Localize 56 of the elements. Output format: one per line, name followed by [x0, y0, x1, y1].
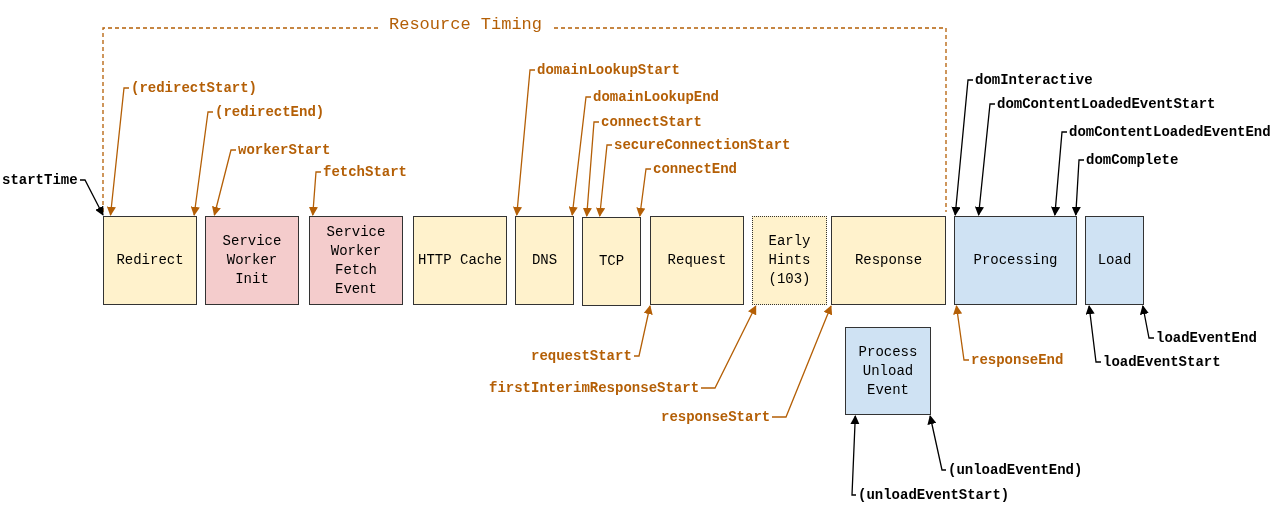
phase-box: Service Worker Init	[205, 216, 299, 305]
dotted-phase-box: Early Hints (103)	[752, 216, 827, 305]
timestamp-label: responseEnd	[971, 351, 1064, 369]
leader-arrow	[927, 415, 947, 471]
leader-arrow	[1139, 305, 1155, 339]
leader-arrow	[212, 149, 237, 216]
phase-box: Service Worker Fetch Event	[309, 216, 403, 305]
leader-arrow	[700, 305, 757, 389]
timestamp-label: connectStart	[601, 113, 702, 131]
timestamp-label: startTime	[2, 171, 78, 189]
timestamp-label: domainLookupEnd	[593, 88, 720, 106]
leader-arrow	[974, 103, 996, 216]
phase-box: TCP	[582, 217, 641, 306]
phase-box: Response	[831, 216, 946, 305]
timestamp-label: loadEventStart	[1103, 353, 1221, 371]
phase-box: Process Unload Event	[845, 327, 931, 415]
timestamp-label: fetchStart	[323, 163, 407, 181]
timestamp-label: requestStart	[531, 347, 632, 365]
phase-box: HTTP Cache	[413, 216, 507, 305]
timestamp-label: connectEnd	[653, 160, 737, 178]
timestamp-label: (unloadEventStart)	[858, 486, 1010, 504]
leader-arrow	[190, 111, 214, 216]
leader-arrow	[513, 69, 536, 216]
timestamp-label: domInteractive	[975, 71, 1093, 89]
timestamp-label: (redirectEnd)	[215, 103, 325, 121]
leader-arrow	[582, 121, 600, 217]
leader-arrow	[633, 305, 653, 357]
leader-arrow	[568, 96, 592, 216]
leader-arrow	[953, 305, 970, 361]
timestamp-label: loadEventEnd	[1156, 329, 1257, 347]
phase-box: Processing	[954, 216, 1077, 305]
leader-arrow	[596, 144, 613, 217]
leader-arrow	[850, 415, 860, 496]
leader-arrow	[308, 171, 322, 216]
leader-arrow	[1051, 131, 1068, 216]
leader-arrow	[771, 305, 833, 418]
timestamp-label: workerStart	[238, 141, 331, 159]
timestamp-label: (redirectStart)	[131, 79, 258, 97]
timestamp-label: domContentLoadedEventEnd	[1069, 123, 1271, 141]
phase-box: DNS	[515, 216, 574, 305]
timestamp-label: firstInterimResponseStart	[489, 379, 700, 397]
leader-arrow	[951, 79, 974, 216]
leader-arrow	[106, 87, 130, 216]
timestamp-label: domContentLoadedEventStart	[997, 95, 1216, 113]
leader-arrow	[79, 179, 104, 216]
leader-arrow	[1071, 159, 1085, 216]
leader-arrow	[636, 168, 652, 217]
phase-box: Request	[650, 216, 744, 305]
timestamp-label: domComplete	[1086, 151, 1179, 169]
phase-box: Redirect	[103, 216, 197, 305]
leader-arrow	[1085, 305, 1102, 363]
timestamp-label: (unloadEventEnd)	[948, 461, 1083, 479]
phase-box: Load	[1085, 216, 1144, 305]
timestamp-label: secureConnectionStart	[614, 136, 791, 154]
timestamp-label: domainLookupStart	[537, 61, 680, 79]
timestamp-label: responseStart	[661, 408, 771, 426]
